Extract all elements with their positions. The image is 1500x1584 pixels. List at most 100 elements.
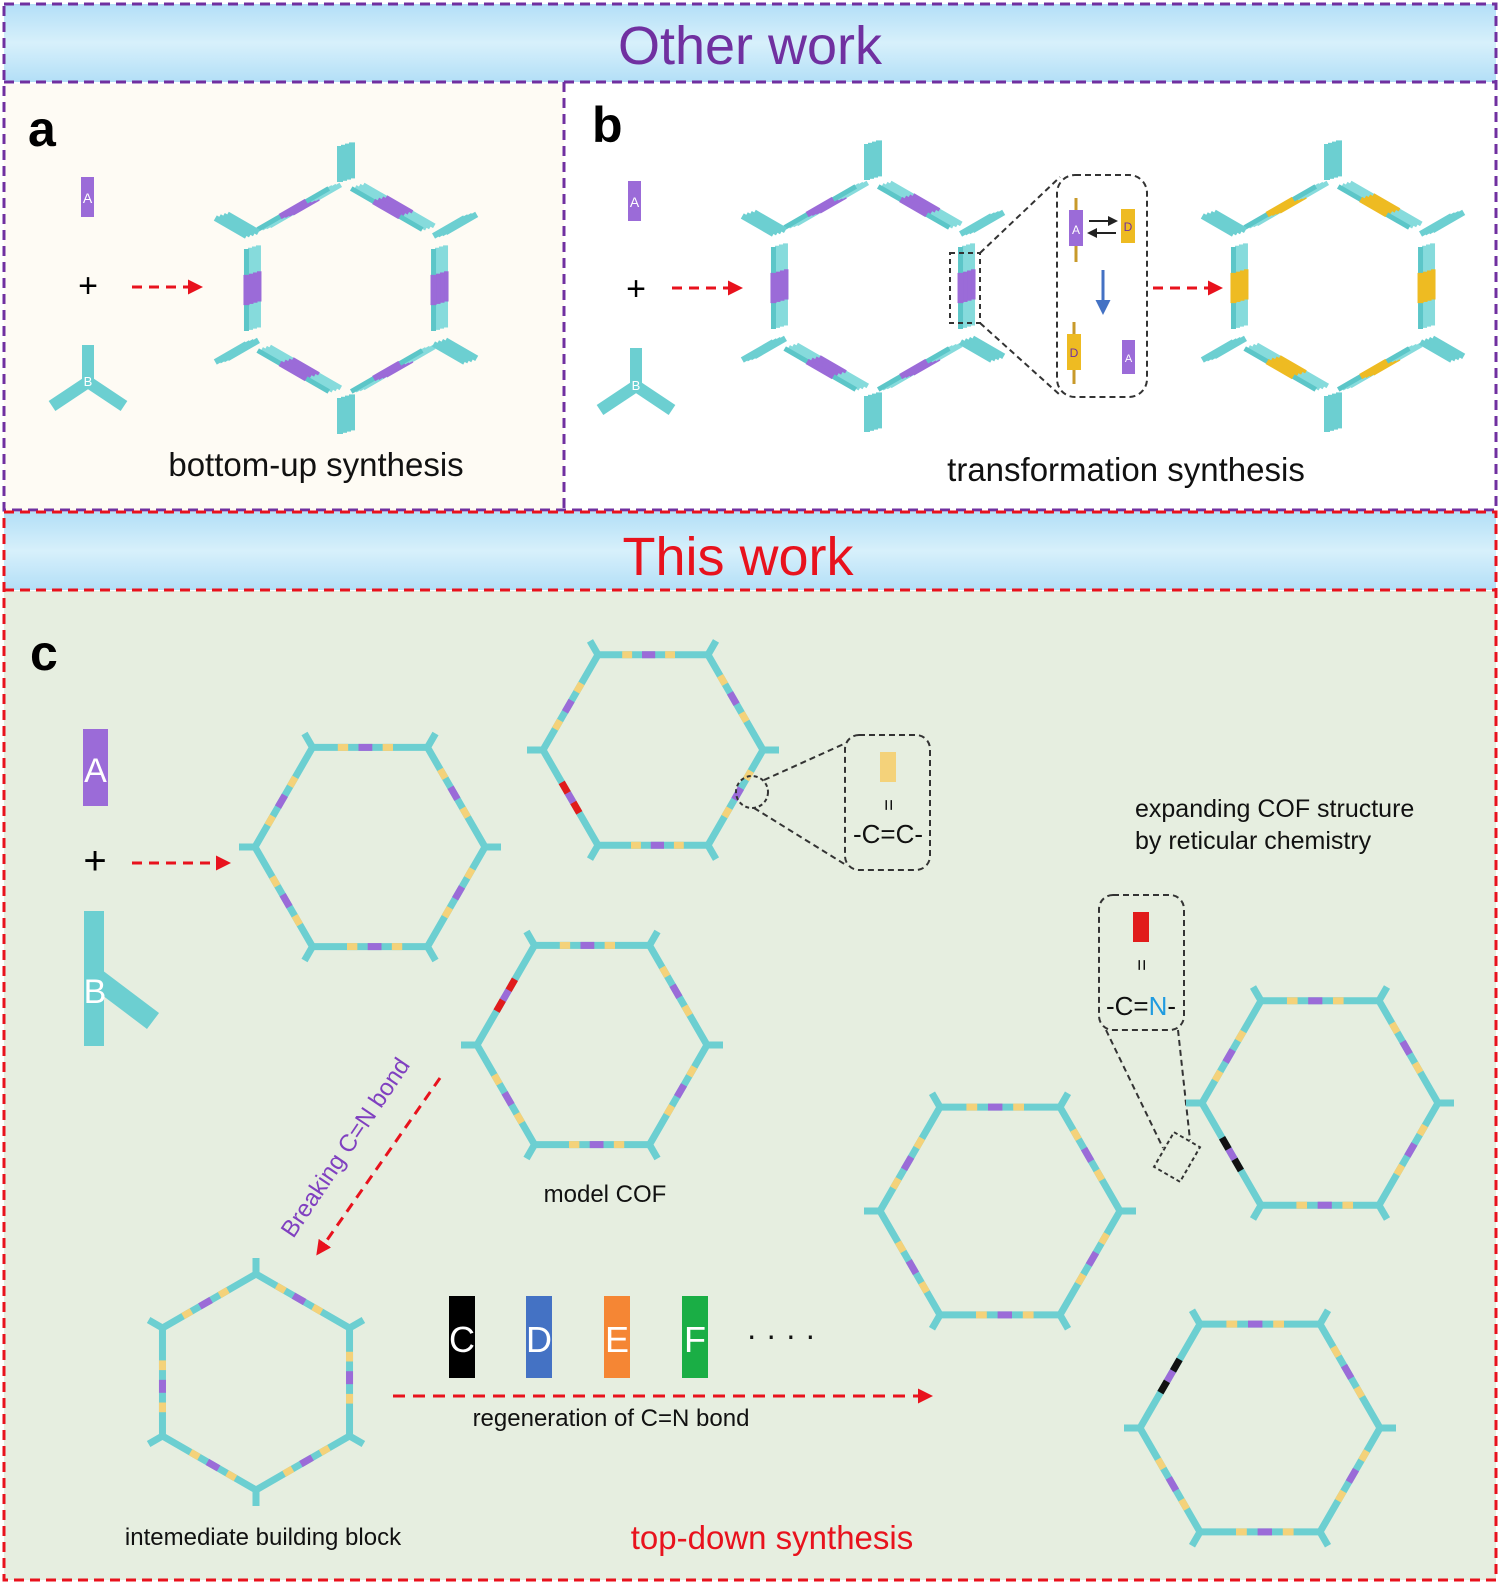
linker-segment: [1169, 1357, 1183, 1373]
linker-segment: [452, 885, 466, 901]
breaking-arrow: [316, 1077, 442, 1256]
linker-segment: [900, 1155, 915, 1172]
linker-segment: [918, 1280, 930, 1294]
linker-segment: [501, 1091, 515, 1107]
exchange-a2-label: A: [1125, 353, 1133, 365]
linker-segment: [513, 1111, 525, 1125]
linker-segment: [1334, 1489, 1347, 1503]
linker-segment: [552, 718, 564, 731]
cc-equals: =: [877, 799, 899, 811]
linker-segment: [491, 1073, 503, 1086]
linker-segment: [1358, 1449, 1370, 1462]
new-block-e-label: E: [605, 1319, 629, 1360]
linker-segment: [264, 814, 276, 827]
node-stack: [440, 339, 475, 363]
linker-segment: [890, 1177, 902, 1190]
node-spoke: [1316, 1530, 1332, 1548]
linker-segment: [1330, 1345, 1342, 1359]
linker-segment: [437, 767, 449, 781]
block-a-small-label: A: [83, 190, 93, 206]
linker-segment: [1080, 1146, 1095, 1163]
node-spoke: [347, 1316, 366, 1332]
cc-inset: [844, 734, 931, 871]
cn-formula: -C=N-: [1106, 991, 1176, 1021]
model-cof-network: [239, 639, 779, 1161]
linker-segment: [721, 806, 733, 819]
linker-segment: [205, 1458, 221, 1472]
node-spoke: [1188, 1530, 1204, 1548]
linker-segment: [282, 1465, 295, 1477]
linker-segment: [1074, 1272, 1087, 1286]
cn-equals: =: [1130, 959, 1152, 971]
node-spoke: [928, 1091, 944, 1109]
linker-segment: [659, 965, 671, 979]
block-a-large: A: [83, 729, 108, 806]
stacked-hexagon-cof-b-olefin: [1200, 140, 1466, 432]
linker-segment: [1178, 1497, 1190, 1511]
panel-b: b A + B A D: [592, 97, 1466, 488]
node-spoke: [704, 639, 720, 657]
linker-segment: [188, 1449, 201, 1461]
linker-segment: [1234, 1029, 1247, 1043]
cc-zoom-line-top: [763, 742, 847, 781]
stacked-hexagon-cof-a: [213, 142, 479, 434]
linker-segment: [1345, 1467, 1360, 1484]
stacked-linker: [1277, 355, 1307, 376]
linker-segment: [681, 1004, 693, 1017]
linker-segment: [663, 1104, 675, 1117]
linker-segment: [269, 875, 281, 888]
node-stack: [444, 211, 479, 235]
panel-a-caption: bottom-up synthesis: [168, 446, 463, 483]
bottom-banner-title: This work: [622, 527, 854, 587]
top-down-label: top-down synthesis: [631, 1519, 913, 1556]
node-stack: [1212, 209, 1247, 233]
zoom-line-top: [979, 176, 1061, 254]
stacked-linker: [813, 356, 843, 377]
node-stack: [225, 337, 260, 361]
linker-segment: [717, 673, 729, 687]
stacked-linker: [1269, 357, 1299, 378]
panel-b-letter: b: [592, 97, 623, 153]
node-spoke: [1249, 1203, 1265, 1221]
block-b-large-label: B: [84, 973, 107, 1011]
node-spoke: [1316, 1308, 1332, 1326]
stacked-linker: [1273, 356, 1303, 377]
stacked-linker: [1359, 358, 1389, 380]
node-spoke: [146, 1316, 165, 1332]
node-stack: [1419, 339, 1454, 363]
new-block-d-label: D: [526, 1319, 552, 1360]
stacked-linker: [911, 193, 941, 214]
stacked-hexagon-cof-b-imine: [740, 140, 1006, 432]
linker-segment: [499, 988, 512, 1002]
linker-segment: [669, 983, 683, 999]
node-spoke: [301, 731, 316, 750]
node-stack: [436, 340, 471, 364]
block-a-small-b: A: [628, 181, 641, 221]
stacked-linker: [290, 357, 320, 378]
node-spoke: [347, 1432, 366, 1448]
linker-segment: [1340, 1363, 1355, 1380]
model-cof-label: model COF: [544, 1181, 667, 1208]
node-stack: [225, 211, 260, 235]
node-stack: [963, 338, 998, 362]
top-banner: [4, 4, 1496, 82]
stacked-linker: [899, 196, 929, 218]
panel-a-background: [4, 84, 564, 510]
linker-segment: [279, 893, 293, 909]
block-b-small-b-label: B: [632, 378, 641, 393]
node-stack: [1423, 338, 1458, 362]
panel-a-letter: a: [28, 101, 57, 157]
cc-yellow-swatch: [880, 752, 896, 782]
new-block-f: [682, 1296, 708, 1378]
linker-segment: [274, 1282, 287, 1294]
linker-segment: [1411, 1061, 1424, 1075]
expanded-cof-network: [864, 985, 1454, 1548]
stacked-linker: [1363, 195, 1393, 216]
node-spoke: [1375, 1203, 1391, 1221]
node-stack: [1431, 335, 1466, 359]
block-b-small-label: B: [84, 374, 93, 389]
new-block-c: [449, 1296, 475, 1378]
linker-segment: [742, 769, 754, 782]
linker-segment: [558, 780, 571, 795]
